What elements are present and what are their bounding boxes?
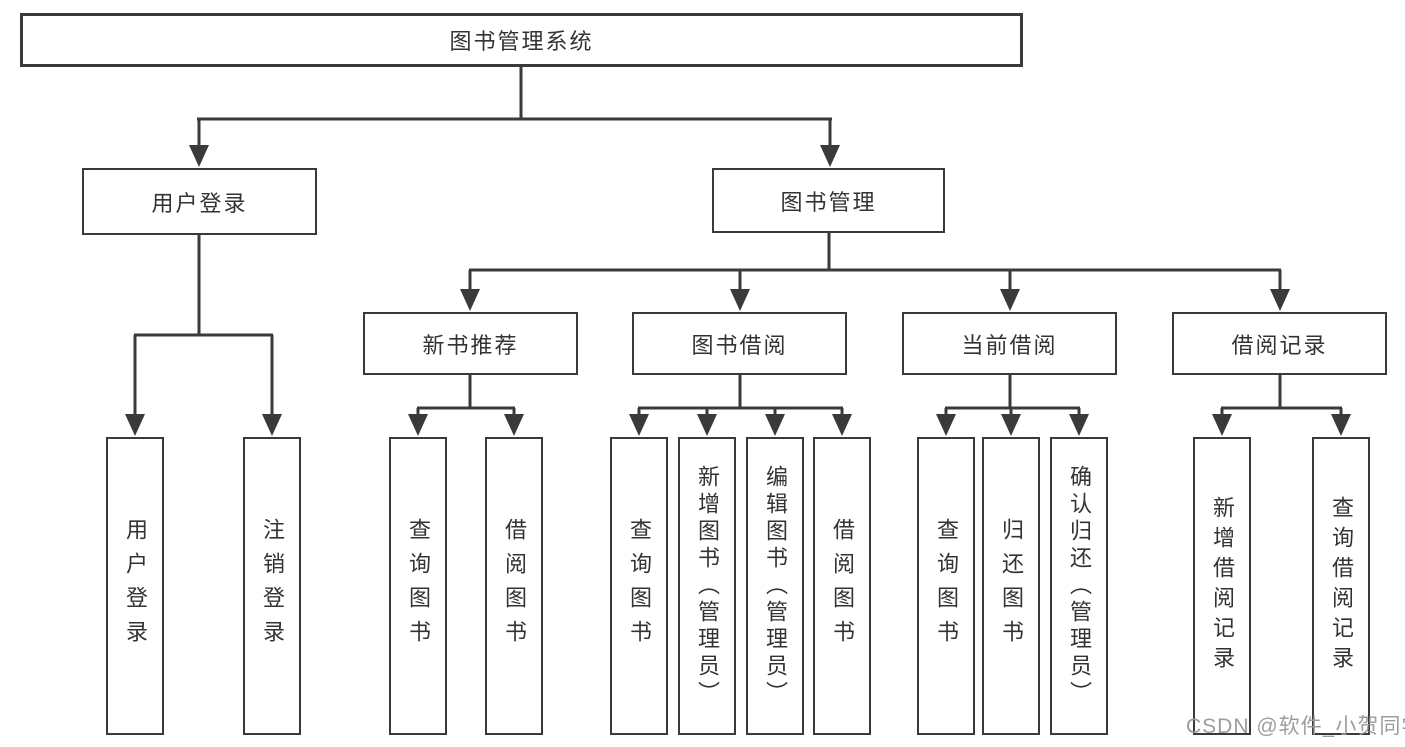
arrow-down-icons [125,145,1351,436]
leaf-label: 新增借阅记录 [1210,496,1235,676]
leaf-label: 编辑图书（管理员） [763,464,788,708]
node-book-management: 图书管理 [712,168,945,233]
node-user-login: 用户登录 [82,168,317,235]
leaf-add-books-admin: 新增图书（管理员） [678,437,736,735]
leaf-label: 借阅图书 [830,518,855,654]
leaf-label: 新增图书（管理员） [695,464,720,708]
node-library-system: 图书管理系统 [20,13,1023,67]
leaf-label: 注销登录 [260,518,285,654]
leaf-user-login: 用户登录 [106,437,164,735]
watermark: CSDN @软件_小贺同学 [1186,715,1405,738]
node-label: 借阅记录 [1231,332,1328,358]
leaf-borrow-books: 借阅图书 [813,437,871,735]
leaf-label: 用户登录 [123,518,148,654]
node-label: 图书借阅 [691,332,788,358]
leaf-label: 查询借阅记录 [1329,496,1354,676]
node-book-borrow: 图书借阅 [632,312,847,375]
leaf-return-books: 归还图书 [982,437,1040,735]
leaf-query-books-borrow: 查询图书 [610,437,668,735]
node-label: 新书推荐 [422,332,519,358]
leaf-confirm-return-admin: 确认归还（管理员） [1050,437,1108,735]
leaf-label: 查询图书 [406,518,431,654]
node-borrow-records: 借阅记录 [1172,312,1387,375]
node-current-borrow: 当前借阅 [902,312,1117,375]
leaf-label: 借阅图书 [502,518,527,654]
node-label: 图书管理 [780,189,877,215]
node-new-book-recommend: 新书推荐 [363,312,578,375]
node-label: 图书管理系统 [449,29,594,54]
leaf-query-books-recommend: 查询图书 [389,437,447,735]
node-label: 用户登录 [151,190,248,216]
leaf-add-borrow-record: 新增借阅记录 [1193,437,1251,735]
leaf-borrow-books-recommend: 借阅图书 [485,437,543,735]
node-label: 当前借阅 [961,332,1058,358]
leaf-edit-books-admin: 编辑图书（管理员） [746,437,804,735]
leaf-label: 查询图书 [934,518,959,654]
leaf-label: 查询图书 [627,518,652,654]
leaf-query-borrow-record: 查询借阅记录 [1312,437,1370,735]
leaf-logout: 注销登录 [243,437,301,735]
leaf-label: 归还图书 [999,518,1024,654]
leaf-label: 确认归还（管理员） [1067,464,1092,708]
leaf-query-books-current: 查询图书 [917,437,975,735]
